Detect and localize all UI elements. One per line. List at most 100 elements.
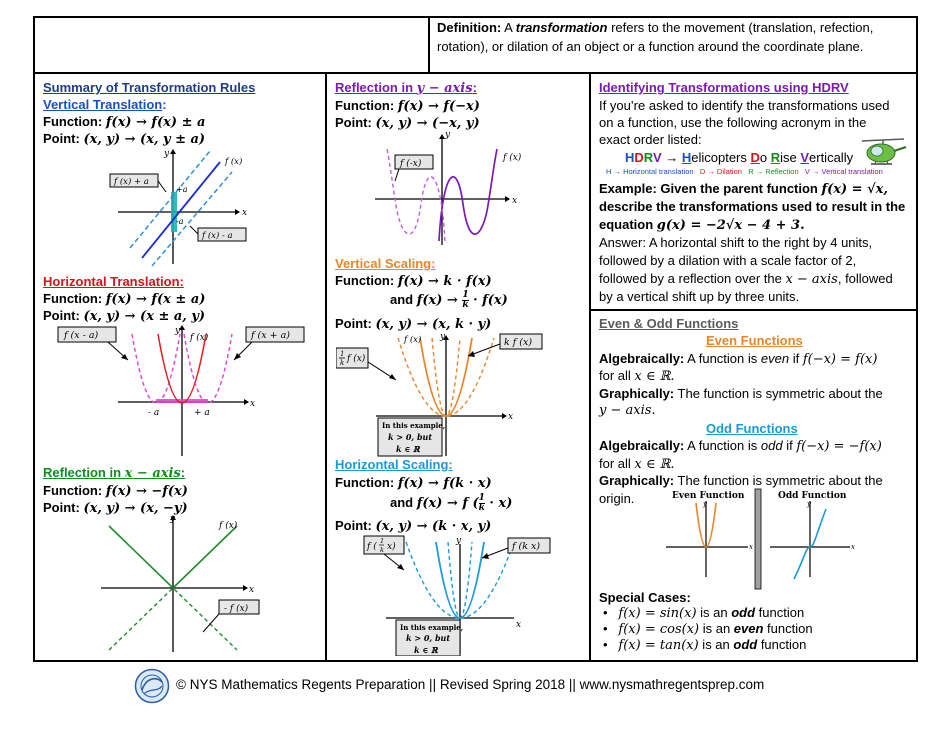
rx-label-fx: f (x) (218, 520, 238, 531)
vt-label-x: x (242, 208, 247, 218)
vt-label-minus-a: -a (176, 217, 184, 226)
vt-line-up (129, 150, 211, 249)
vs-point-rule: Point: (x, y) → (x, k · y) (335, 316, 492, 332)
vertical-scaling-title: Vertical Scaling: (335, 256, 436, 271)
reflection-x-title: Reflection in x − axis: (43, 465, 186, 481)
odd-forall: for all x ∈ ℝ. (599, 456, 675, 472)
odd-functions-title: Odd Functions (706, 421, 798, 436)
vt-label-y: y (163, 149, 170, 159)
hdrv-para-2: on a function, use the following acronym… (599, 115, 867, 130)
vt-line-down (151, 171, 233, 267)
vertical-translation-title: Vertical Translation: (43, 97, 167, 112)
vs-label-k: k f (x) (504, 337, 532, 348)
summary-title: Summary of Transformation Rules (43, 80, 256, 95)
ht-label-x: x (250, 399, 255, 409)
figure-separator (754, 488, 762, 590)
ht-point-rule: Point: (x, y) → (x ± a, y) (43, 308, 206, 324)
hdrv-answer-1: Answer: A horizontal shift to the right … (599, 235, 873, 250)
ht-shift-band (156, 399, 208, 403)
rx-function-rule: Function: f(x) → −f(x) (43, 483, 188, 499)
vertical-translation-graph: f (x) + a f (x) f (x) - a +a -a x y (109, 149, 247, 267)
definition-line-2: rotation), or dilation of an object or a… (437, 39, 864, 54)
hdrv-example-3: equation g(x) = −2√x − 4 + 3. (599, 217, 805, 233)
hdrv-example-2: describe the transformations used to res… (599, 199, 906, 214)
ht-label-plus-a: + a (194, 408, 210, 418)
hs-label-y: y (455, 536, 462, 546)
definition-line-1: Definition: A transformation refers to t… (437, 20, 874, 35)
divider-col2 (589, 72, 591, 662)
even-functions-title: Even Functions (706, 333, 803, 348)
hs-label-k: f (k x) (511, 541, 540, 552)
vs-label-inv-den: k (340, 359, 344, 367)
hs-label-inv-den: k (380, 546, 384, 554)
odd-figure-title: Odd Function (778, 491, 847, 501)
hdrv-example-1: Example: Given the parent function f(x) … (599, 181, 888, 197)
vt-label-plus-a: +a (176, 185, 188, 194)
vs-label-inv: f (x) (346, 353, 366, 364)
hdrv-answer-4: by a vertical shift up by three units. (599, 289, 800, 304)
special-case-2: • f(x) = cos(x) is an even function (603, 621, 813, 637)
even-label-y: y (702, 500, 708, 508)
vt-label-down: f (x) - a (201, 230, 233, 241)
vt-point-rule: Point: (x, y) → (x, y ± a) (43, 131, 206, 147)
rx-label-x: x (249, 585, 254, 595)
vs-curve-fx (419, 337, 473, 417)
hs-label-inv: f ( (366, 541, 377, 552)
even-algebraic: Algebraically: A function is even if f(−… (599, 351, 878, 367)
vs-label-inv-num: 1 (340, 350, 344, 358)
rx-label-neg: - f (x) (224, 603, 249, 614)
hs-curve-fx (435, 541, 485, 619)
vs-label-x: x (508, 412, 513, 422)
vs-note-2: k > 0, but (388, 432, 432, 442)
vs-label-fx: f (x) (403, 334, 421, 345)
vertical-scaling-graph: 1 k f (x) f (x) y k f (x) x In this exam… (336, 332, 543, 457)
horizontal-scaling-graph: f ( 1 k x) y f (k x) x In this example, … (363, 535, 551, 656)
special-cases-title: Special Cases: (599, 590, 691, 605)
hs-note-2: k > 0, but (406, 633, 450, 643)
hs-note-3: k ∈ ℝ (414, 645, 439, 655)
ry-curve-neg (386, 148, 446, 242)
odd-curve (793, 508, 827, 580)
ht-curve-fx (157, 333, 207, 404)
hs-curve-inv (405, 541, 515, 619)
odd-graphical-2: origin. (599, 491, 635, 506)
special-case-3: • f(x) = tan(x) is an odd function (603, 637, 807, 653)
hs-point-rule: Point: (x, y) → (k · x, y) (335, 518, 492, 534)
hs-label-inv-num: 1 (380, 537, 384, 545)
hs-label-inv-b: x) (387, 541, 396, 552)
ry-point-rule: Point: (x, y) → (−x, y) (335, 115, 480, 131)
ry-label-x: x (512, 196, 517, 206)
hs-label-x: x (516, 620, 521, 630)
even-graphical-2: y − axis. (599, 403, 656, 418)
rx-point-rule: Point: (x, y) → (x, −y) (43, 500, 188, 516)
helicopter-icon (861, 138, 907, 165)
vs-note-3: k ∈ ℝ (396, 444, 421, 454)
horizontal-scaling-title: Horizontal Scaling: (335, 457, 453, 472)
even-forall: for all x ∈ ℝ. (599, 368, 675, 384)
horizontal-translation-title: Horizontal Translation: (43, 274, 184, 289)
vs-function-rule: Function: f(x) → k · f(x) (335, 273, 492, 289)
hdrv-acronym: HDRV → Helicopters Do Rise Vertically (625, 150, 854, 165)
odd-algebraic: Algebraically: A function is odd if f(−x… (599, 438, 882, 454)
ry-curve-fx (438, 148, 498, 242)
reflection-y-graph: f (-x) f (x) x y (375, 130, 522, 245)
ry-label-neg: f (-x) (399, 158, 422, 169)
vt-shift-band (171, 192, 177, 232)
vt-line-fx (141, 161, 221, 259)
even-label-x: x (749, 543, 753, 551)
reflection-x-graph: f (x) - f (x) x y (101, 514, 260, 652)
nys-logo-icon (134, 668, 170, 704)
ry-label-fx: f (x) (502, 152, 522, 163)
ht-label-y: y (174, 326, 181, 336)
even-odd-figures: Even Function Odd Function y x y x (666, 488, 855, 590)
vs-label-y: y (439, 332, 446, 342)
odd-label-y: y (806, 500, 812, 508)
ht-curve-left (131, 333, 181, 404)
ht-curve-right (183, 333, 233, 404)
ry-function-rule: Function: f(x) → f(−x) (335, 98, 480, 114)
vs-curve-inv (397, 337, 495, 417)
hdrv-para-3: exact order listed: (599, 132, 702, 147)
even-curve (695, 502, 717, 548)
